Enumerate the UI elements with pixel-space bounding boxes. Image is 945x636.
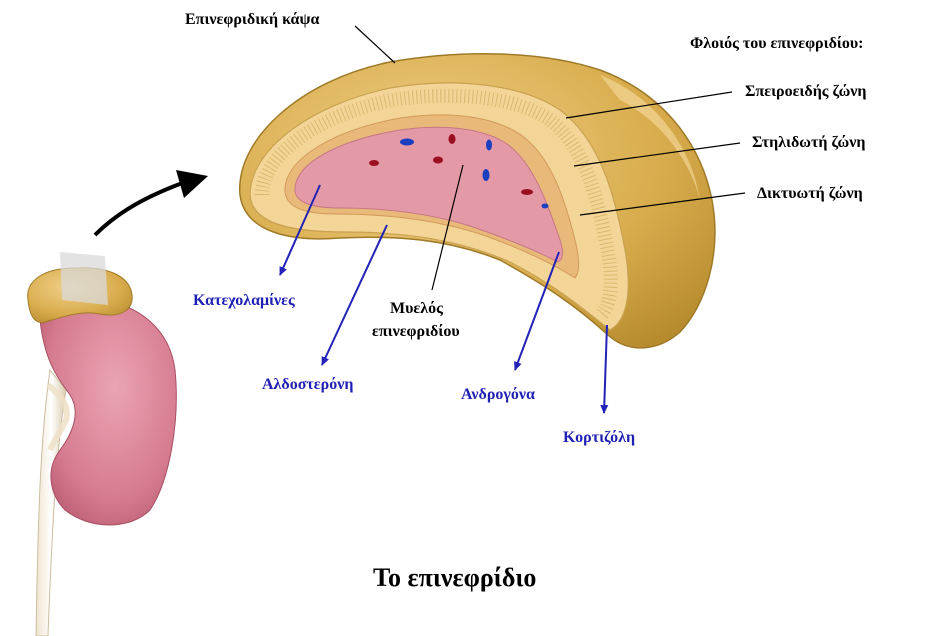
label-catecholamines: Κατεχολαμίνες [193, 292, 295, 309]
diagram-title: Το επινεφρίδιο [373, 563, 536, 592]
label-cortex-header: Φλοιός του επινεφριδίου: [690, 35, 863, 52]
kidney-illustration [27, 252, 177, 636]
label-medulla-line2: επινεφριδίου [372, 323, 460, 340]
adrenal-section-plane [60, 252, 108, 305]
label-aldosterone: Αλδοστερόνη [262, 376, 353, 393]
blood-vessel [486, 139, 492, 151]
arrow-cortisol [600, 324, 609, 414]
adrenal-cross-section [239, 53, 716, 349]
blood-vessel [482, 169, 490, 181]
arrow-aldosterone [321, 224, 388, 366]
arrow-catecholamines [279, 184, 321, 276]
zoom-arrow [93, 180, 186, 237]
leader-medulla [431, 164, 464, 291]
blood-vessel [448, 134, 456, 144]
leader-zona-fasciculata [573, 142, 741, 167]
leader-zona-reticularis [579, 192, 746, 216]
label-capsule: Επινεφριδική κάψα [185, 11, 319, 28]
renal-pelvis [46, 382, 70, 452]
label-zona-glomerulosa: Σπειροειδής ζώνη [745, 83, 867, 100]
blood-vessel [400, 138, 414, 146]
capsule-highlight [600, 75, 700, 200]
arrow-androgens [514, 251, 560, 371]
blood-vessel [521, 189, 533, 195]
blood-vessel [433, 156, 443, 164]
blood-vessel [369, 160, 379, 166]
adrenal-medulla [294, 126, 563, 263]
label-zona-fasciculata: Στηλιδωτή ζώνη [752, 134, 865, 151]
label-medulla-line1: Μυελός [390, 300, 443, 317]
label-cortisol: Κορτιζόλη [563, 429, 635, 446]
label-zona-reticularis: Δικτυωτή ζώνη [757, 185, 863, 202]
zoom-arrow-head [176, 170, 208, 198]
label-androgens: Ανδρογόνα [461, 386, 535, 403]
leader-capsule [354, 25, 396, 64]
leader-zona-glomerulosa [565, 91, 733, 119]
blood-vessel [541, 203, 549, 209]
